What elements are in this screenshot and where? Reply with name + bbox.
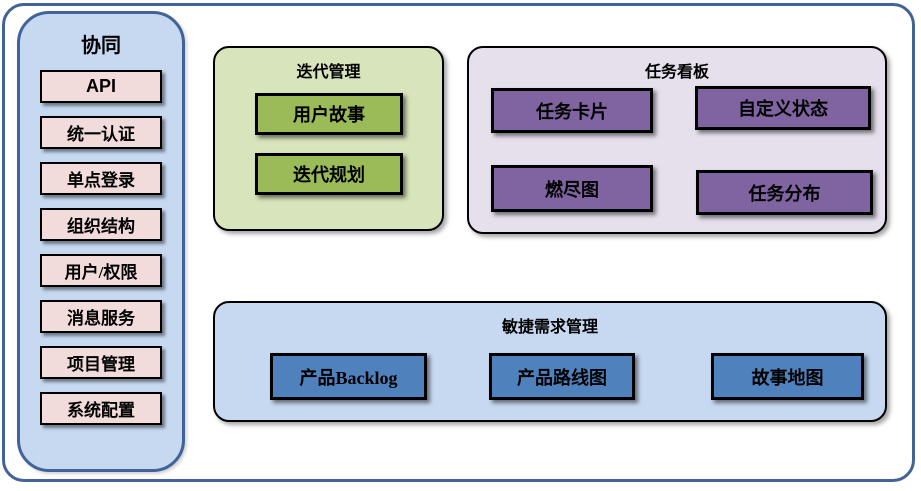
feature-product-roadmap: 产品路线图 [489,353,635,400]
feature-custom-status: 自定义状态 [695,86,871,130]
feature-task-card: 任务卡片 [491,88,653,133]
feature-product-backlog: 产品Backlog [270,353,427,400]
task-kanban-section: 任务看板 任务卡片 自定义状态 燃尽图 任务分布 [467,46,887,234]
agile-requirements-title: 敏捷需求管理 [501,319,598,336]
sidebar-item-message-service: 消息服务 [40,300,162,333]
sidebar-item-system-config: 系统配置 [40,392,162,425]
collaboration-item-list: API 统一认证 单点登录 组织结构 用户/权限 消息服务 项目管理 系统配置 [20,70,182,425]
sidebar-item-user-permission: 用户/权限 [40,254,162,287]
sidebar-item-unified-auth: 统一认证 [40,116,162,149]
agile-requirements-section: 敏捷需求管理 产品Backlog 产品路线图 故事地图 [213,301,887,422]
sidebar-item-api: API [40,70,162,103]
feature-burndown-chart: 燃尽图 [491,165,653,212]
feature-task-distribution: 任务分布 [696,170,873,215]
sidebar-item-sso: 单点登录 [40,162,162,195]
collaboration-panel: 协同 API 统一认证 单点登录 组织结构 用户/权限 消息服务 项目管理 系统… [17,11,185,472]
task-kanban-title: 任务看板 [644,64,709,81]
feature-user-story: 用户故事 [255,93,403,135]
collaboration-panel-title: 协同 [81,35,121,57]
sidebar-item-org-structure: 组织结构 [40,208,162,241]
feature-iteration-planning: 迭代规划 [255,153,403,195]
iteration-management-title: 迭代管理 [296,64,361,81]
feature-story-map: 故事地图 [711,353,864,400]
sidebar-item-project-management: 项目管理 [40,346,162,379]
iteration-management-section: 迭代管理 用户故事 迭代规划 [213,46,444,231]
